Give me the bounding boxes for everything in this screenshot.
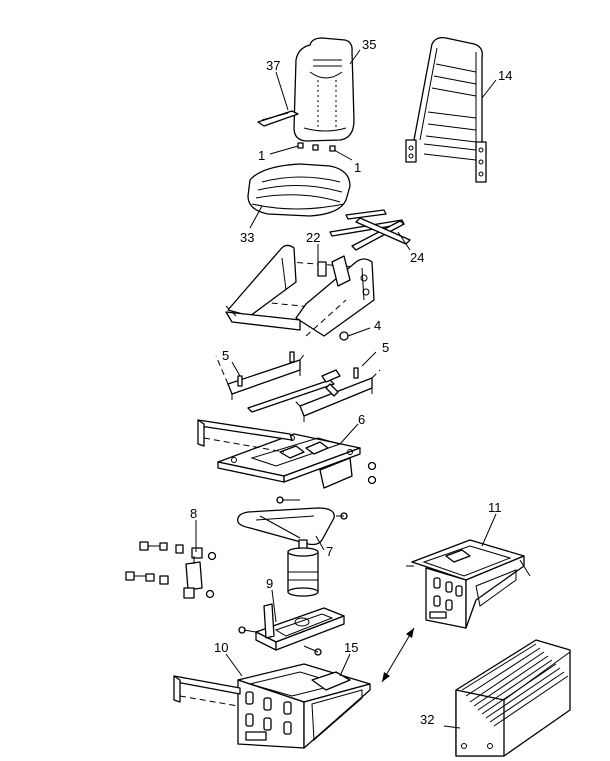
callout-10: 10 bbox=[214, 640, 228, 655]
callout-1b: 1 bbox=[354, 160, 361, 175]
riser-cover bbox=[455, 639, 571, 757]
callout-22: 22 bbox=[306, 230, 320, 245]
shock-hardware bbox=[125, 541, 217, 599]
base-riser bbox=[173, 663, 371, 749]
upper-mounting-plate bbox=[197, 419, 377, 489]
callout-35: 35 bbox=[362, 37, 376, 52]
callout-7: 7 bbox=[326, 544, 333, 559]
callout-1a: 1 bbox=[258, 148, 265, 163]
straps bbox=[329, 209, 411, 251]
armrest bbox=[257, 110, 299, 127]
seat-back-frame bbox=[405, 36, 487, 183]
lower-scissor-bracket bbox=[238, 603, 345, 656]
seat-rail-left bbox=[215, 351, 307, 400]
leader-lines bbox=[195, 49, 497, 729]
seat-cushion bbox=[247, 163, 351, 217]
callout-5a: 5 bbox=[222, 348, 229, 363]
callout-32: 32 bbox=[420, 712, 434, 727]
alternate-riser bbox=[406, 539, 531, 629]
callout-37: 37 bbox=[266, 58, 280, 73]
callout-4: 4 bbox=[374, 318, 381, 333]
callout-9: 9 bbox=[266, 576, 273, 591]
fastener-1 bbox=[297, 142, 336, 152]
callout-5b: 5 bbox=[382, 340, 389, 355]
callout-6: 6 bbox=[358, 412, 365, 427]
seat-rail-right bbox=[285, 367, 381, 422]
callout-8: 8 bbox=[190, 506, 197, 521]
suspension-upper-link bbox=[237, 496, 348, 566]
callout-14: 14 bbox=[498, 68, 512, 83]
adjuster-bar bbox=[247, 369, 341, 413]
callout-11: 11 bbox=[488, 500, 502, 515]
air-spring bbox=[287, 539, 319, 597]
callout-24: 24 bbox=[410, 250, 424, 265]
double-arrow bbox=[381, 627, 415, 683]
callout-33: 33 bbox=[240, 230, 254, 245]
seat-back-cushion bbox=[293, 37, 355, 142]
seat-frame bbox=[225, 244, 375, 341]
callouts: 35 37 14 1 1 33 22 24 4 5 5 6 8 7 9 10 1… bbox=[190, 37, 512, 727]
callout-15: 15 bbox=[344, 640, 358, 655]
